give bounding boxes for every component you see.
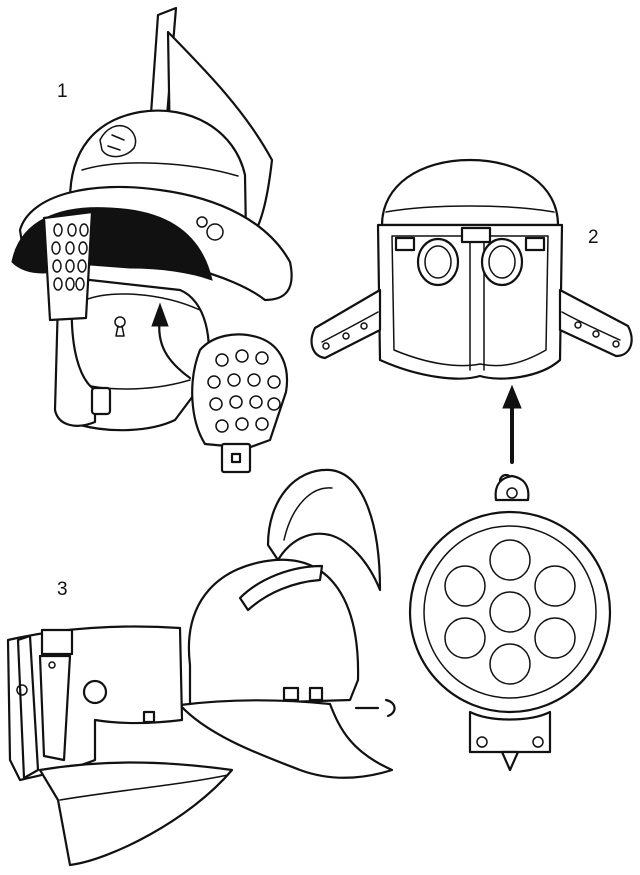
griffin-emblem-detail <box>107 134 125 151</box>
helmet-2-left-flap <box>310 288 382 360</box>
helmet-3-dome-ridge <box>238 564 324 612</box>
right-eye-inner <box>488 245 516 279</box>
keyhole-slot <box>115 325 125 337</box>
helmet-1-visor-plate <box>42 210 94 322</box>
visor-holes <box>51 223 89 291</box>
helmet-3-dome <box>187 558 360 707</box>
grille-bottom-bracket <box>468 710 552 754</box>
helmet-1-face-seam <box>84 293 201 311</box>
left-flap-edge <box>321 311 379 343</box>
grille-top-lug-hole <box>506 487 518 499</box>
helmet-2-dome-band <box>385 205 555 213</box>
rivet <box>322 342 330 350</box>
rivet <box>574 321 582 329</box>
grille-holes <box>207 349 281 433</box>
keyhole-icon <box>114 316 126 328</box>
helmet-2-right-flap <box>558 288 633 358</box>
helmet-2-dome <box>380 158 560 227</box>
helmet-3-hinge-plate <box>40 628 74 656</box>
helmet-2-top-clasp <box>460 226 492 244</box>
figure-label-3: 3 <box>57 579 68 600</box>
rivet <box>592 330 600 338</box>
helmet-2-drawing <box>310 158 633 772</box>
figure-label-1: 1 <box>57 81 68 102</box>
helmet-2-hinge <box>524 236 546 252</box>
arrow-head <box>151 302 169 327</box>
rivet <box>196 216 208 228</box>
helmet-1-hinge <box>90 386 112 416</box>
helmet-3-notch <box>142 710 156 724</box>
helmet-2-round-grille <box>408 510 612 714</box>
helmet-3-crest <box>266 468 382 592</box>
grille-tab-hole <box>230 452 242 464</box>
grille-bottom-point <box>500 750 520 772</box>
rivet <box>342 332 350 340</box>
helmet-3-notch <box>282 686 300 702</box>
front-guard-seam <box>59 774 229 801</box>
helmet-2-hinge <box>394 236 416 252</box>
helmet-3-notch <box>308 686 324 702</box>
helmet-3-neck-guard <box>178 699 394 779</box>
rivet <box>612 340 620 348</box>
helmet-3-center-bar <box>38 654 72 762</box>
rivet <box>16 684 28 696</box>
helmet-2-inner-rim <box>391 235 549 367</box>
rivet <box>360 322 368 330</box>
rivet <box>532 736 544 748</box>
helmet-3-drawing <box>6 468 396 867</box>
crest-inner-line <box>283 487 333 541</box>
rivet <box>476 736 488 748</box>
helmet-3-visor-edge <box>16 634 40 780</box>
rivet <box>48 661 56 669</box>
right-flap-edge <box>561 311 621 341</box>
arrow-head <box>502 384 522 409</box>
round-grille-inner-rim <box>423 525 597 699</box>
figure-label-2: 2 <box>588 227 599 248</box>
round-grille-holes <box>444 539 576 685</box>
griffin-emblem-icon <box>99 124 137 158</box>
helmet-3-front-guard <box>38 761 234 867</box>
helmet-1-grille <box>191 333 288 450</box>
helmet-1-dome-band <box>81 162 239 177</box>
helmet-1-drawing <box>11 6 293 474</box>
hook-icon <box>384 698 396 718</box>
left-eye-inner <box>424 245 452 279</box>
helmet-3-round-boss <box>82 679 108 705</box>
rivet <box>206 223 224 241</box>
